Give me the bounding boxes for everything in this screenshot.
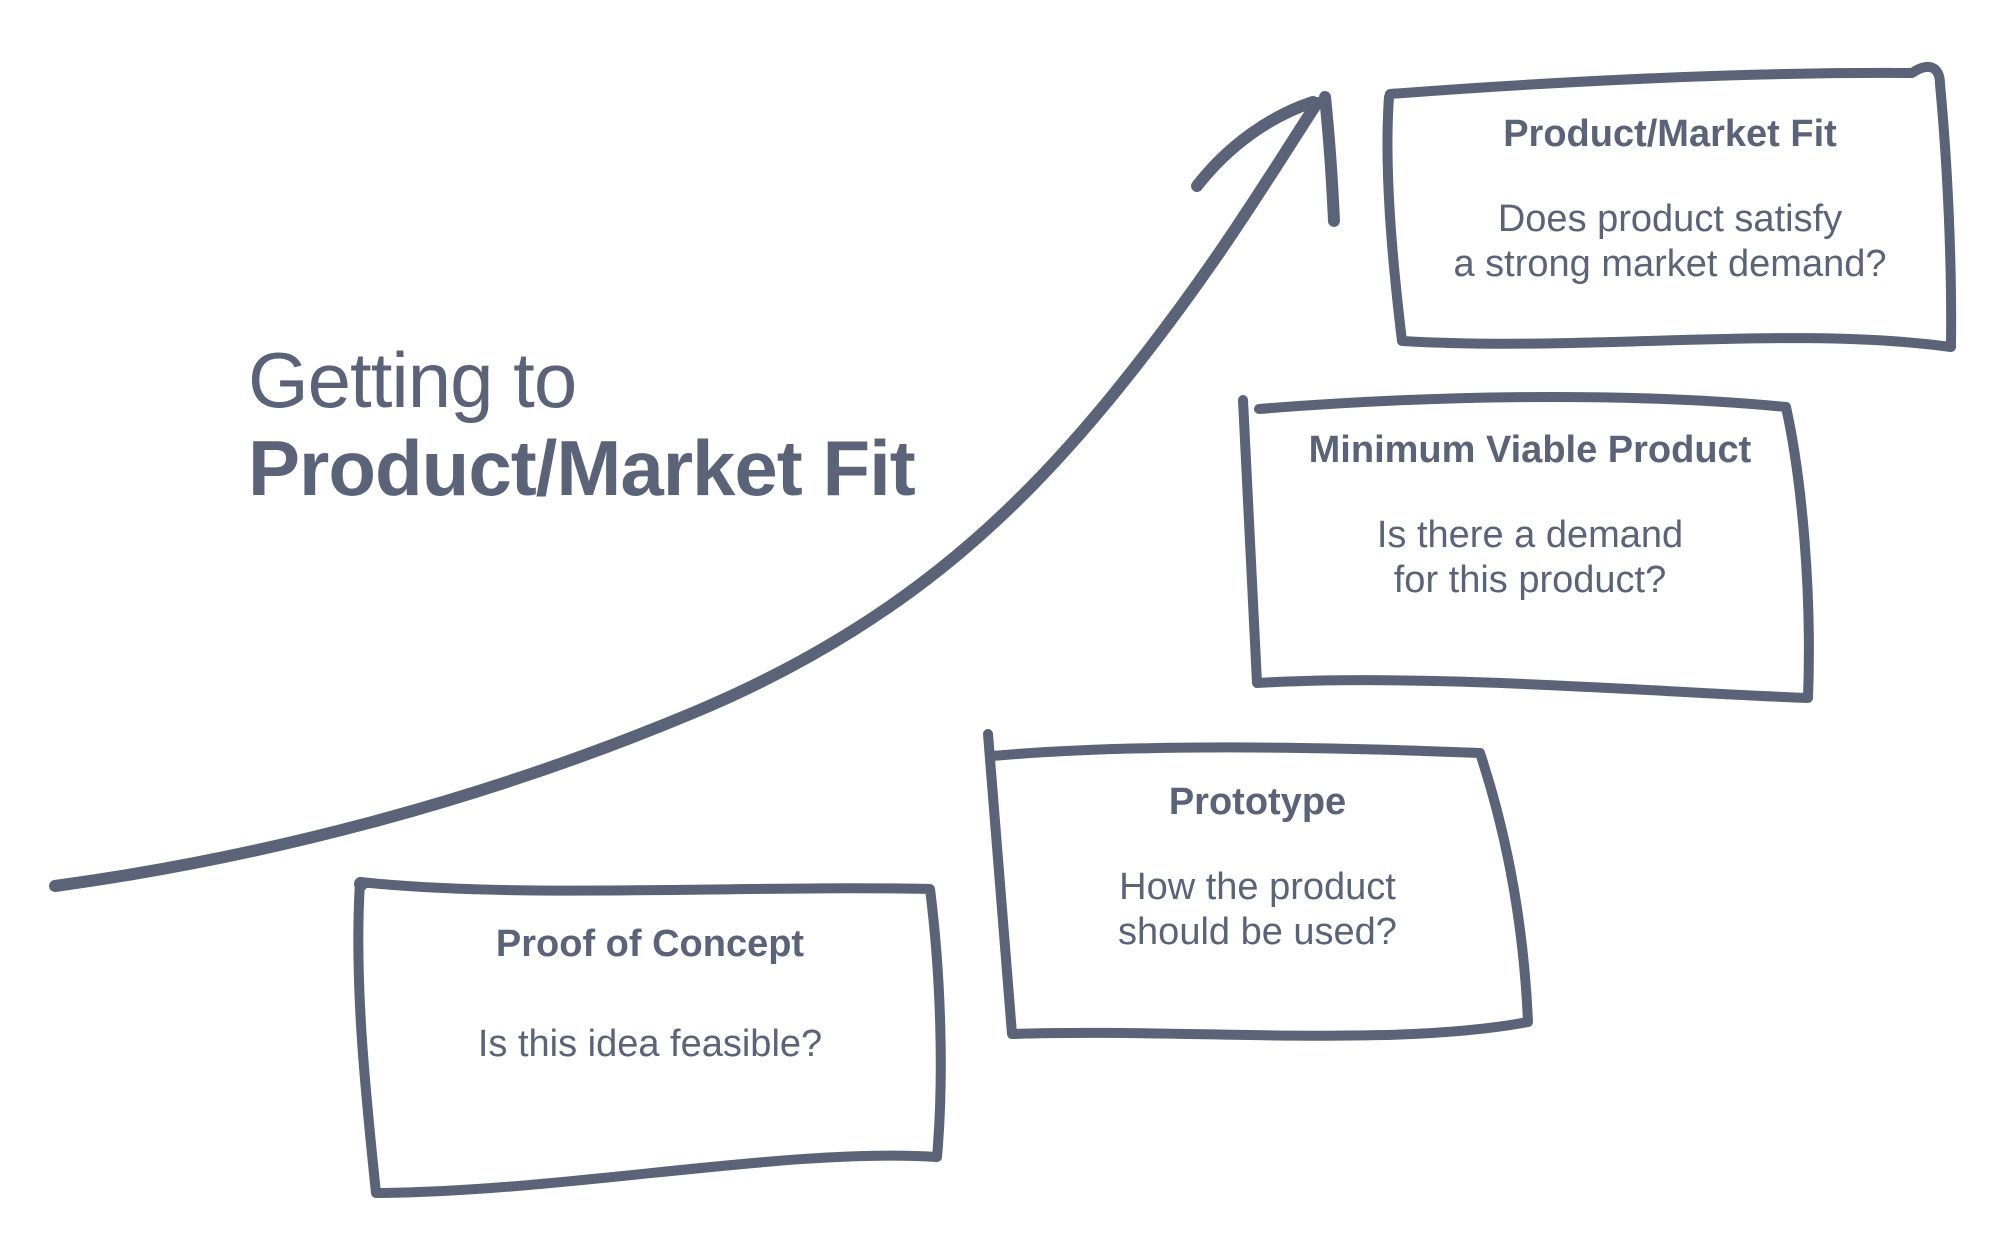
card-product-market-fit: Product/Market Fit Does product satisfy … — [1395, 112, 1945, 287]
heading-line-1: Getting to — [248, 336, 577, 424]
card-title: Minimum Viable Product — [1308, 429, 1752, 471]
card-body-line: Is there a demand — [1376, 514, 1684, 556]
card-outline-product-market-fit — [1382, 61, 1957, 352]
pen-blob-dot — [354, 877, 368, 891]
card-body: Is this idea feasible? — [360, 1022, 940, 1067]
card-body-line: should be used? — [1118, 911, 1397, 953]
heading-line-2: Product/Market Fit — [248, 424, 916, 512]
card-outline-proof-of-concept — [353, 877, 946, 1198]
card-body-line: Is this idea feasible? — [477, 1023, 823, 1065]
card-body: Is there a demand for this product? — [1255, 513, 1805, 603]
card-title: Product/Market Fit — [1503, 113, 1837, 155]
card-body-line: a strong market demand? — [1453, 243, 1887, 285]
card-minimum-viable-product: Minimum Viable Product Is there a demand… — [1255, 428, 1805, 603]
diagram-heading: Getting to Product/Market Fit — [248, 336, 1068, 512]
card-outline-prototype — [983, 729, 1533, 1041]
arrowhead-right-barb-icon — [1319, 91, 1340, 227]
card-body-line: for this product? — [1393, 559, 1667, 601]
card-body-line: Does product satisfy — [1497, 198, 1843, 240]
card-prototype: Prototype How the product should be used… — [995, 780, 1520, 955]
card-body: Does product satisfy a strong market dem… — [1395, 197, 1945, 287]
card-proof-of-concept: Proof of Concept Is this idea feasible? — [360, 922, 940, 1067]
arrowhead-left-barb-icon — [1191, 96, 1319, 192]
card-body: How the product should be used? — [995, 865, 1520, 955]
card-title: Prototype — [1168, 781, 1347, 823]
card-outline-minimum-viable-product — [1238, 391, 1814, 703]
card-body-line: How the product — [1119, 866, 1396, 908]
card-title: Proof of Concept — [495, 923, 805, 965]
growth-curve — [49, 97, 1323, 892]
